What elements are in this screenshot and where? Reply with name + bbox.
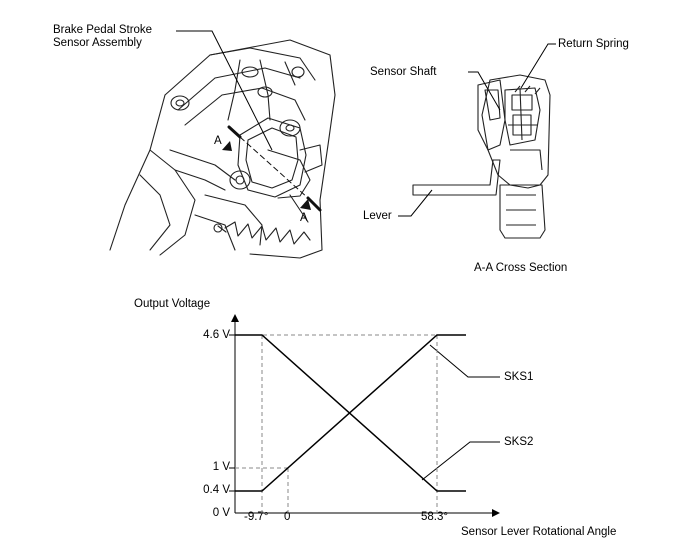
x-tick-label: -9.7° <box>244 511 269 523</box>
sks2-leader <box>421 441 500 481</box>
y-tick-label: 0 V <box>212 507 230 519</box>
y-axis-title: Output Voltage <box>134 298 211 310</box>
assembly-label-line1: Brake Pedal Stroke <box>53 24 153 36</box>
cross-section-caption: A-A Cross Section <box>474 262 568 274</box>
x-axis-title: Sensor Lever Rotational Angle <box>461 526 617 538</box>
x-axis-arrow-head <box>492 509 500 517</box>
x-tick-label: 58.3° <box>421 511 448 523</box>
sks1-leader <box>429 344 500 378</box>
section-marker-a2: A <box>300 212 308 224</box>
y-tick-label: 1 V <box>212 461 230 473</box>
assembly-label-line2: Sensor Assembly <box>53 37 142 49</box>
y-tick-label: 0.4 V <box>203 484 230 496</box>
x-tick-label: 0 <box>284 511 291 523</box>
series-line-sks2 <box>235 334 466 492</box>
series-label-sks1: SKS1 <box>504 371 534 383</box>
series-label-sks2: SKS2 <box>504 436 534 448</box>
return-spring-label: Return Spring <box>558 38 629 50</box>
y-axis-arrow-head <box>231 314 239 322</box>
section-marker-a: A <box>214 135 222 147</box>
lever-label: Lever <box>363 210 392 222</box>
y-tick-label: 4.6 V <box>203 329 230 341</box>
sensor-shaft-label: Sensor Shaft <box>370 66 437 78</box>
